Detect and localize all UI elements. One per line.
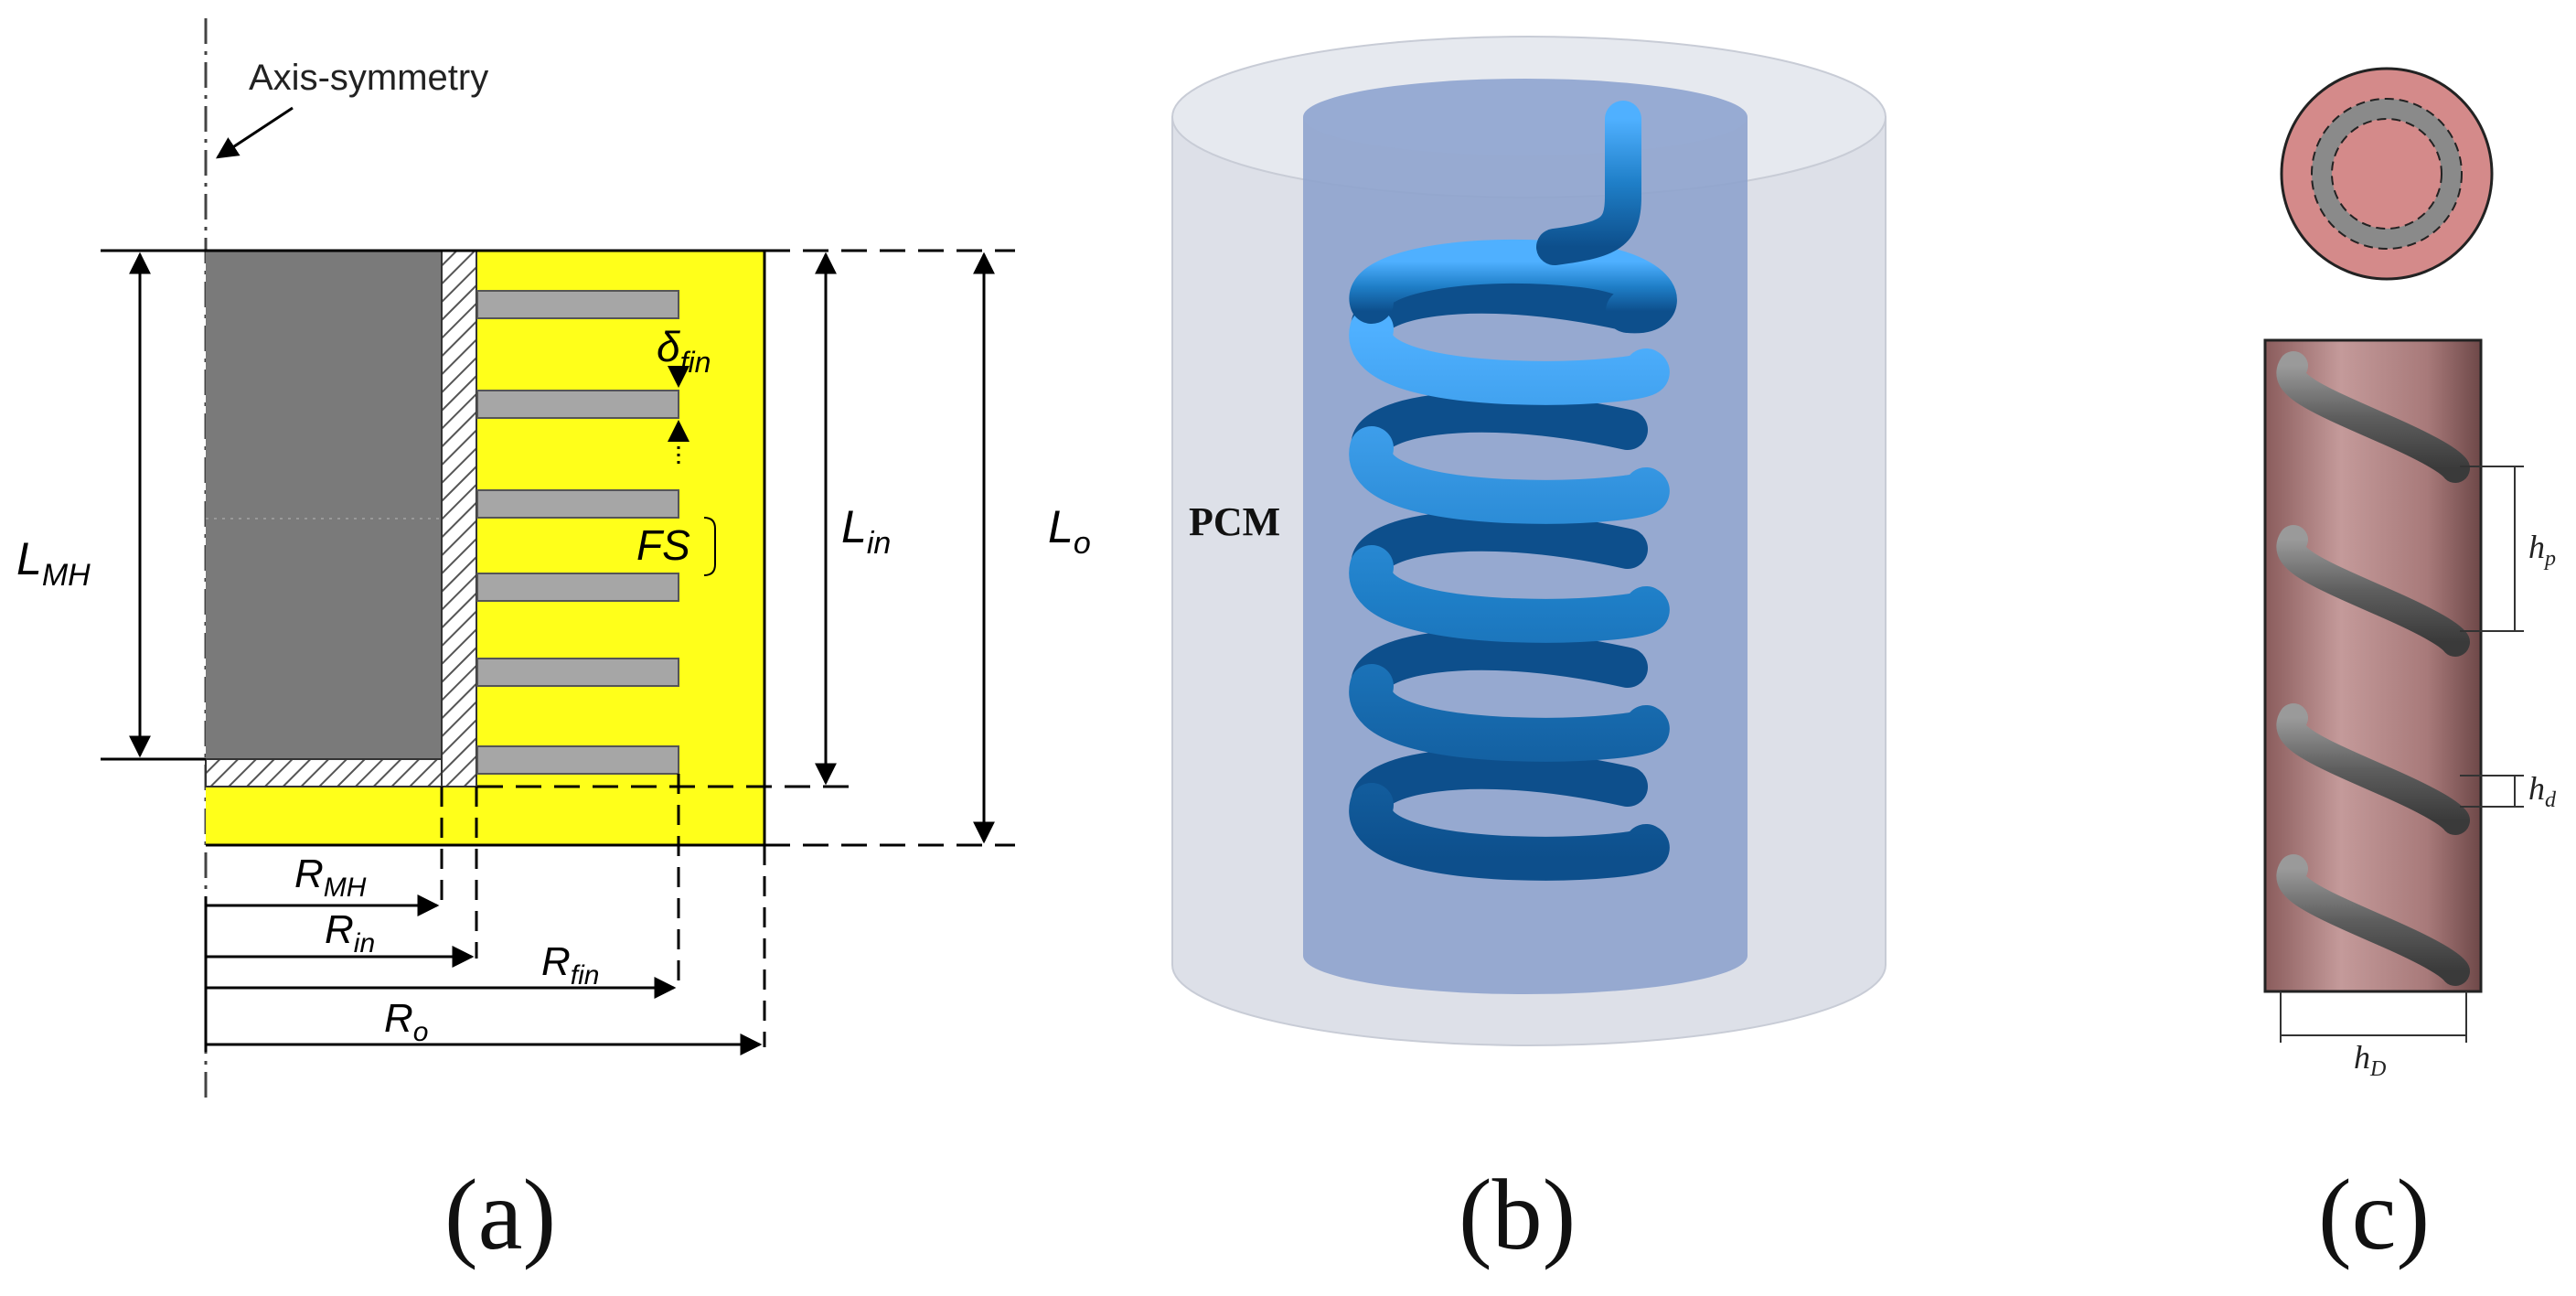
pcm-bottom-region — [206, 787, 764, 845]
bottom-wall-hatch — [205, 758, 443, 787]
fin — [476, 489, 679, 519]
fin — [476, 390, 679, 419]
pcm-label: PCM — [1189, 499, 1280, 544]
r-in-label: Rin — [325, 907, 375, 959]
fin — [476, 658, 679, 687]
fin — [476, 745, 679, 775]
inner-cylinder-top — [1303, 79, 1748, 155]
delta-fin-arrow-bottom — [668, 420, 689, 442]
caption-b: (b) — [1459, 1159, 1576, 1270]
inner-wall-hatch — [441, 250, 477, 787]
h-d-label: hd — [2528, 770, 2557, 812]
fin — [476, 573, 679, 602]
fins — [476, 290, 679, 775]
panel-a: Axis-symmetry δfin FS — [16, 18, 1091, 1270]
l-mh-label: LMH — [16, 533, 91, 593]
cross-section-inner — [2331, 118, 2442, 230]
metal-hydride-block — [206, 251, 442, 759]
outer-border — [206, 249, 766, 847]
axis-pointer-arrow — [215, 106, 294, 159]
h-D-label: hD — [2354, 1039, 2386, 1081]
fin — [476, 290, 679, 319]
axis-symmetry-label: Axis-symmetry — [249, 58, 488, 98]
gray-helix — [2276, 351, 2470, 986]
delta-fin-arrow-top — [668, 366, 689, 388]
fs-label: FS — [636, 521, 690, 569]
h-p-label: hp — [2528, 529, 2556, 571]
caption-c: (c) — [2318, 1159, 2430, 1270]
l-in-label: Lin — [841, 501, 891, 561]
caption-a: (a) — [444, 1159, 556, 1270]
r-o-label: Ro — [384, 996, 428, 1047]
fs-bracket — [703, 517, 716, 576]
r-mh-label: RMH — [294, 852, 367, 903]
helical-coil — [1349, 101, 1677, 988]
panel-b: PCM (b) — [1171, 36, 1887, 1270]
panel-c: hp hd hD (c) — [2263, 67, 2557, 1270]
cross-section-dashed-outer — [2311, 98, 2463, 250]
delta-fin-label: δfin — [657, 323, 711, 379]
r-fin-label: Rfin — [541, 939, 599, 991]
l-o-label: Lo — [1048, 501, 1091, 561]
